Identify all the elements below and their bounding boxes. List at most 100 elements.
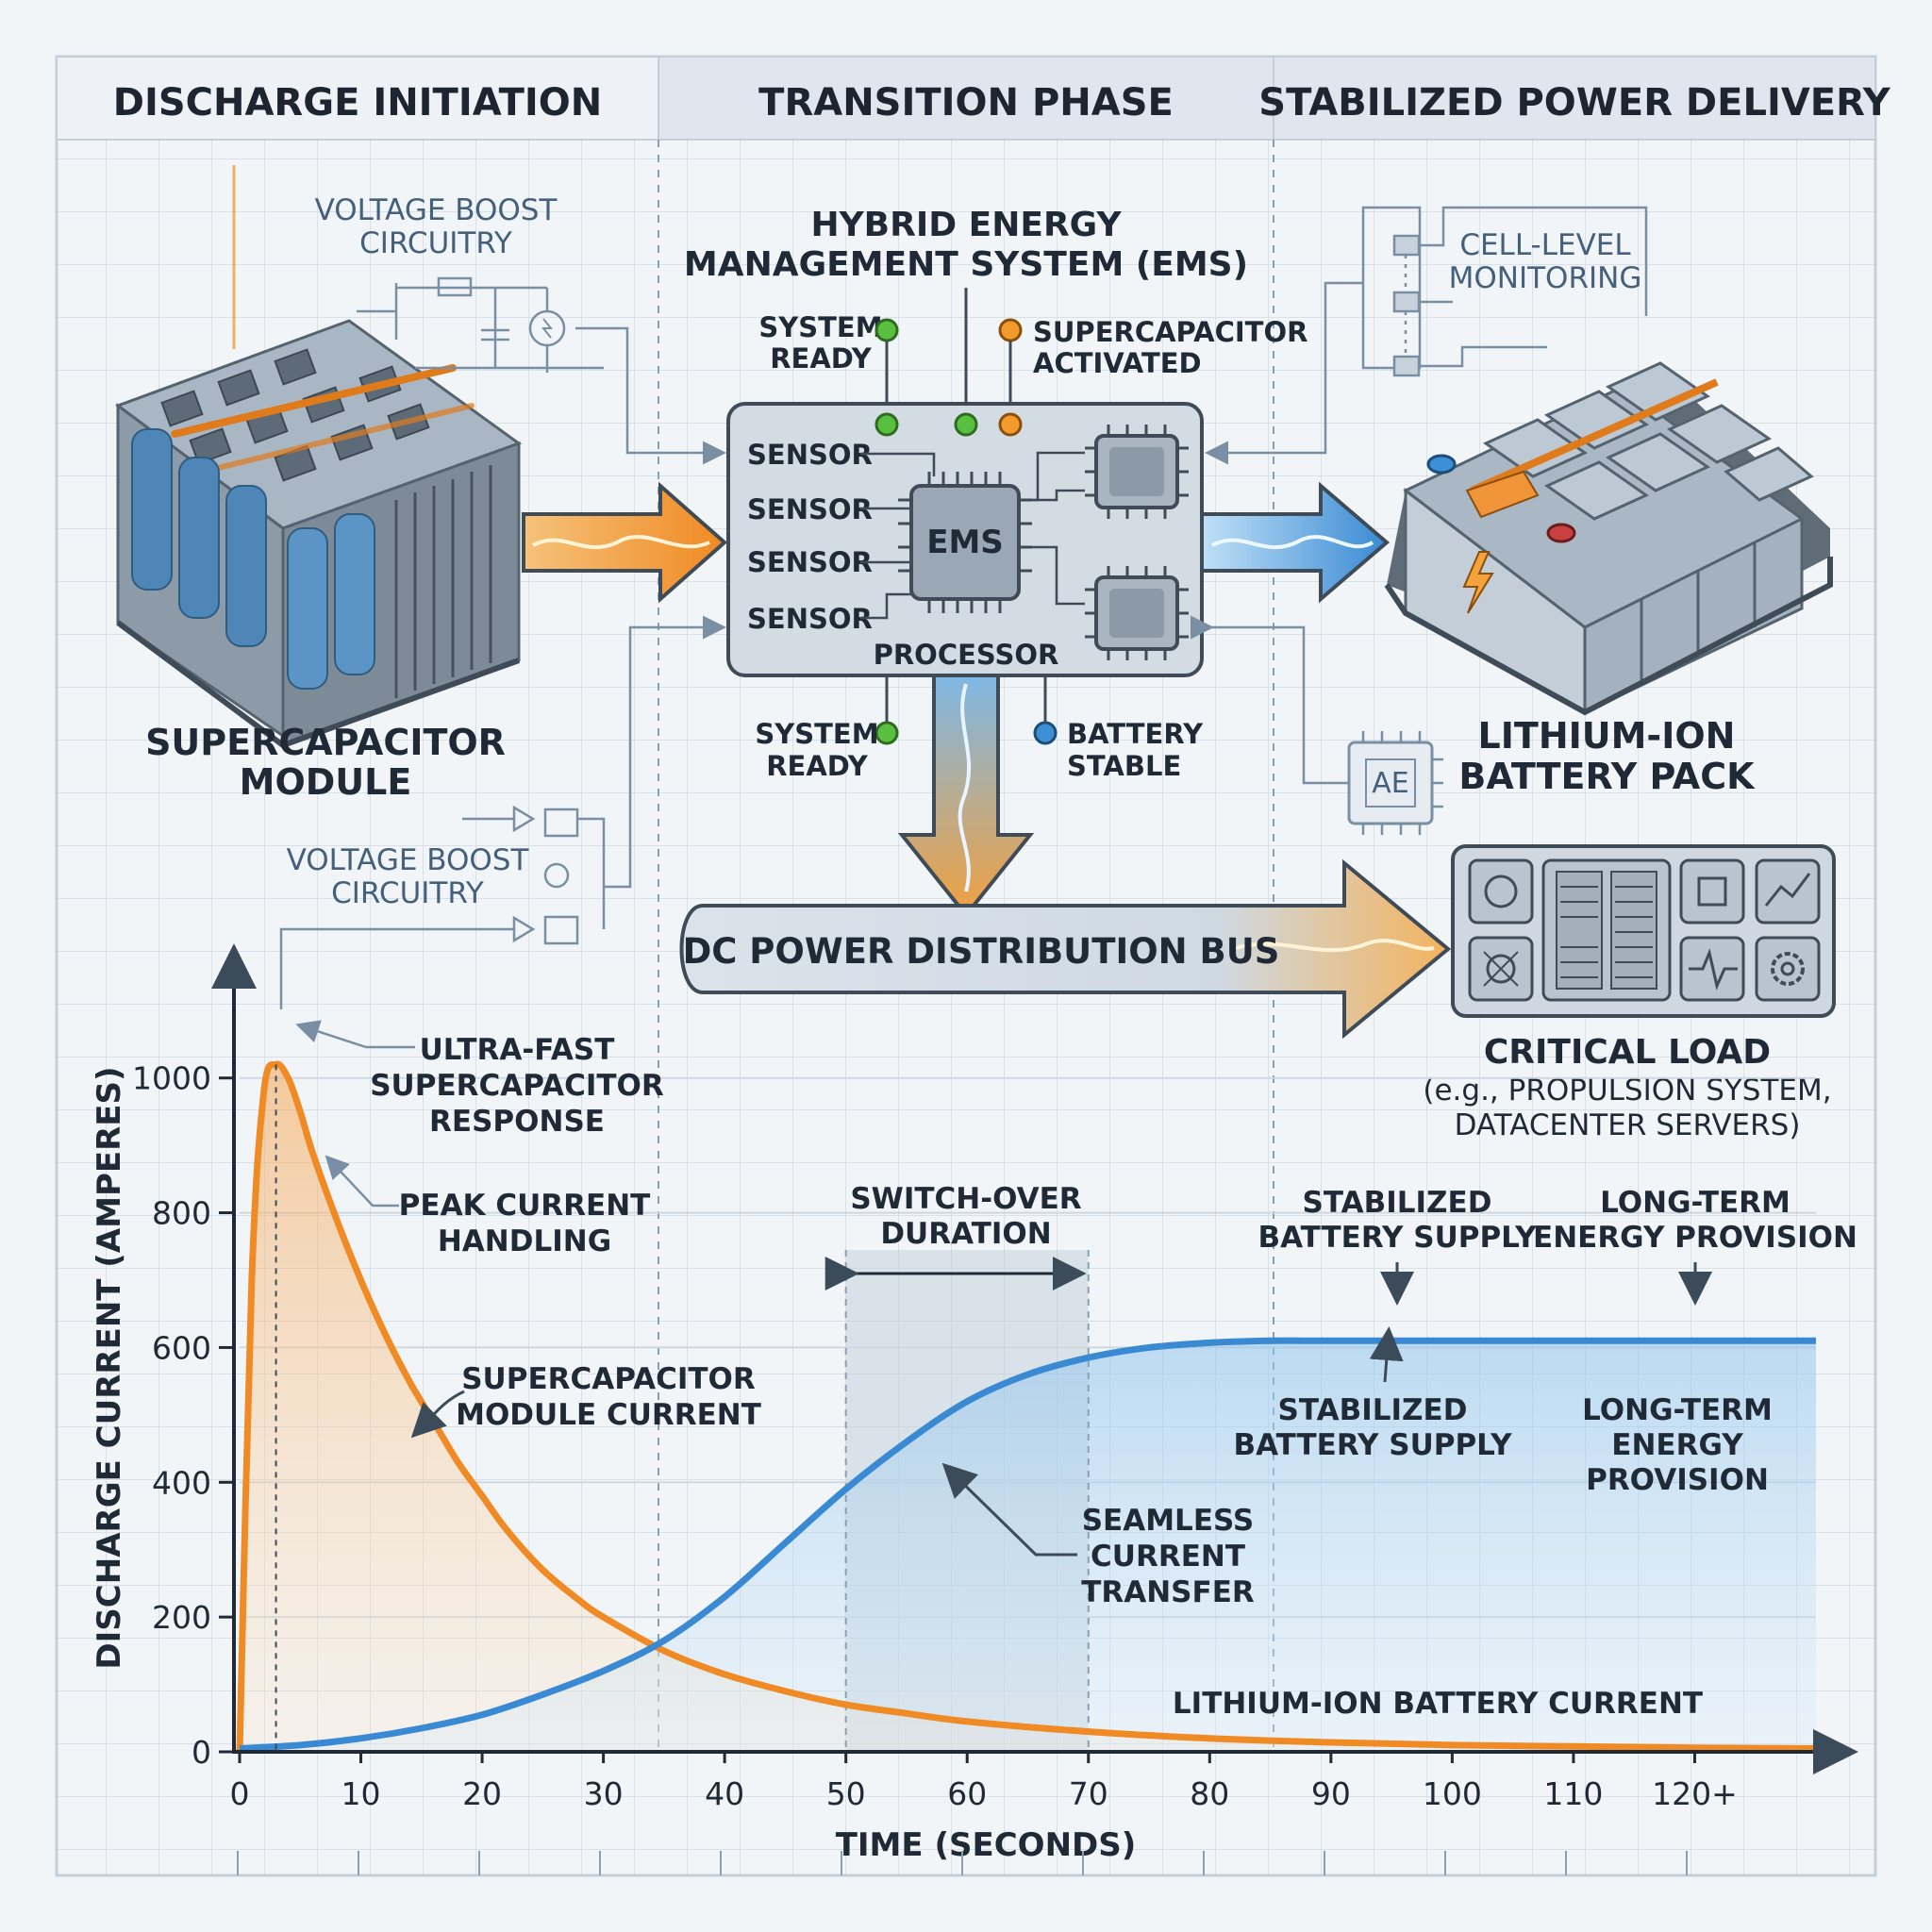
status-bottom-left-line1: SYSTEM bbox=[755, 718, 878, 750]
supercap-label-line2: MODULE bbox=[240, 761, 412, 803]
x-tick-label: 70 bbox=[1069, 1775, 1108, 1812]
status-bottom-right-line1: BATTERY bbox=[1067, 718, 1204, 750]
y-tick-label: 400 bbox=[152, 1464, 211, 1501]
voltage-boost-top-line1: VOLTAGE BOOST bbox=[315, 193, 558, 227]
bottom-ruler bbox=[237, 1851, 1688, 1875]
ems-title-line1: HYBRID ENERGY bbox=[810, 206, 1122, 244]
ann-peak-line2: HANDLING bbox=[438, 1224, 611, 1258]
battery-pack-illustration bbox=[1384, 361, 1833, 716]
ems-coprocessors bbox=[1019, 425, 1189, 660]
processor-label: PROCESSOR bbox=[874, 639, 1059, 671]
ae-chip: AE bbox=[1191, 615, 1443, 835]
status-top-left-line1: SYSTEM bbox=[758, 311, 882, 343]
voltage-boost-bottom-line1: VOLTAGE BOOST bbox=[287, 843, 530, 877]
critical-load-line1: CRITICAL LOAD bbox=[1484, 1033, 1771, 1072]
x-tick-label: 80 bbox=[1190, 1775, 1229, 1812]
y-axis-label: DISCHARGE CURRENT (AMPERES) bbox=[91, 1066, 128, 1669]
dc-bus-arrow bbox=[679, 858, 1452, 1040]
ann-ultra-fast-line2: SUPERCAPACITOR bbox=[370, 1069, 664, 1103]
dc-bus-label: DC POWER DISTRIBUTION BUS bbox=[683, 931, 1280, 972]
sensor-label-2: SENSOR bbox=[747, 493, 873, 525]
cell-monitoring-line1: CELL-LEVEL bbox=[1459, 228, 1631, 262]
critical-load-line2: (e.g., PROPULSION SYSTEM, bbox=[1423, 1074, 1831, 1108]
x-tick-label: 0 bbox=[230, 1775, 250, 1812]
cell-level-monitoring: CELL-LEVEL MONITORING bbox=[1205, 206, 1648, 465]
ann-seamless-line3: TRANSFER bbox=[1081, 1575, 1255, 1609]
ann-switch-over-line2: DURATION bbox=[880, 1217, 1051, 1251]
battery-label-line1: LITHIUM-ION bbox=[1478, 715, 1736, 757]
ann-ultra-fast-line3: RESPONSE bbox=[429, 1105, 605, 1139]
load-settings-icon bbox=[1755, 936, 1821, 1002]
ann-stabilized-mid-line2: BATTERY SUPPLY bbox=[1233, 1428, 1512, 1462]
ann-seamless-line2: CURRENT bbox=[1091, 1540, 1245, 1574]
y-tick-label: 0 bbox=[192, 1734, 211, 1771]
ann-longterm-mid-line1: LONG-TERM bbox=[1582, 1393, 1773, 1427]
x-tick-label: 30 bbox=[584, 1775, 624, 1812]
ann-stabilized-mid-line1: STABILIZED bbox=[1278, 1393, 1468, 1427]
battery-current-line bbox=[239, 1337, 1816, 1752]
ann-li-current: LITHIUM-ION BATTERY CURRENT bbox=[1173, 1687, 1703, 1721]
supercap-current-line bbox=[236, 1060, 1817, 1753]
ems-chip-label: EMS bbox=[926, 524, 1004, 561]
x-tick-label: 20 bbox=[462, 1775, 502, 1812]
phase-header-stabilized: STABILIZED POWER DELIVERY bbox=[1258, 81, 1890, 125]
status-top-right-line2: ACTIVATED bbox=[1033, 347, 1202, 379]
ems-sensors: SENSOR SENSOR SENSOR SENSOR bbox=[747, 439, 936, 635]
status-supercap-led bbox=[998, 318, 1023, 342]
x-tick-label: 120+ bbox=[1652, 1775, 1738, 1812]
ems-status-indicators-top: SYSTEM READY SUPERCAPACITOR ACTIVATED bbox=[758, 311, 1307, 415]
ae-chip-label: AE bbox=[1372, 767, 1408, 800]
status-ready-led-top bbox=[874, 318, 899, 342]
voltage-boost-bottom-line2: CIRCUITRY bbox=[331, 876, 484, 910]
supercapacitor-module-illustration bbox=[114, 165, 523, 749]
critical-load-panel bbox=[1451, 844, 1836, 1018]
ann-longterm-top-line1: LONG-TERM bbox=[1600, 1186, 1790, 1220]
voltage-boost-bottom: VOLTAGE BOOST CIRCUITRY bbox=[279, 615, 726, 1009]
y-tick-label: 1000 bbox=[132, 1060, 211, 1097]
y-tick-label: 800 bbox=[152, 1195, 211, 1232]
ann-stabilized-top-line1: STABILIZED bbox=[1303, 1186, 1492, 1220]
sensor-label-4: SENSOR bbox=[747, 603, 873, 635]
x-tick-label: 40 bbox=[705, 1775, 744, 1812]
ems-chip: EMS bbox=[898, 472, 1032, 613]
x-tick-label: 10 bbox=[341, 1775, 381, 1812]
x-tick-label: 50 bbox=[826, 1775, 866, 1812]
load-chip-icon bbox=[1679, 858, 1745, 924]
ems-status-indicators-bottom: SYSTEM READY BATTERY STABLE bbox=[755, 675, 1204, 782]
status-top-left-line2: READY bbox=[770, 342, 873, 375]
ann-seamless-line1: SEAMLESS bbox=[1082, 1504, 1255, 1538]
ann-longterm-mid-line2: ENERGY bbox=[1611, 1428, 1743, 1462]
cell-monitoring-line2: MONITORING bbox=[1449, 261, 1642, 295]
ems-title-line2: MANAGEMENT SYSTEM (EMS) bbox=[684, 245, 1248, 284]
x-tick-label: 60 bbox=[947, 1775, 987, 1812]
phase-header-transition: TRANSITION PHASE bbox=[758, 81, 1174, 125]
y-tick-label: 600 bbox=[152, 1329, 211, 1366]
voltage-boost-top-line2: CIRCUITRY bbox=[359, 226, 512, 260]
status-bottom-right-line2: STABLE bbox=[1067, 750, 1181, 782]
ann-stabilized-top-line2: BATTERY SUPPLY bbox=[1257, 1221, 1537, 1255]
phase-header-initiation: DISCHARGE INITIATION bbox=[113, 81, 602, 125]
status-bottom-left-line2: READY bbox=[766, 750, 869, 782]
y-tick-label: 200 bbox=[152, 1599, 211, 1636]
voltage-boost-top: VOLTAGE BOOST CIRCUITRY bbox=[315, 193, 726, 465]
ann-sc-current-line1: SUPERCAPACITOR bbox=[461, 1362, 756, 1396]
x-tick-label: 90 bbox=[1311, 1775, 1351, 1812]
critical-load-line3: DATACENTER SERVERS) bbox=[1455, 1108, 1801, 1142]
status-ready-led-bottom bbox=[874, 721, 899, 745]
phase-headers: DISCHARGE INITIATION TRANSITION PHASE ST… bbox=[56, 56, 1891, 141]
status-top-right-line1: SUPERCAPACITOR bbox=[1033, 316, 1307, 348]
x-axis-label: TIME (SECONDS) bbox=[836, 1826, 1137, 1864]
supercap-label-line1: SUPERCAPACITOR bbox=[145, 722, 506, 763]
supercap-to-ems-arrow bbox=[522, 481, 728, 604]
ann-longterm-mid-line3: PROVISION bbox=[1586, 1463, 1769, 1497]
supercap-area-fill bbox=[240, 1064, 1816, 1752]
x-tick-label: 110 bbox=[1543, 1775, 1603, 1812]
load-gear-icon bbox=[1468, 858, 1534, 924]
ann-sc-current-line2: MODULE CURRENT bbox=[456, 1398, 761, 1432]
ann-longterm-top-line2: ENERGY PROVISION bbox=[1533, 1221, 1857, 1255]
status-battery-led bbox=[1033, 721, 1058, 745]
x-tick-label: 100 bbox=[1423, 1775, 1482, 1812]
sensor-label-1: SENSOR bbox=[747, 439, 873, 471]
ann-switch-over-line1: SWITCH-OVER bbox=[850, 1182, 1081, 1216]
